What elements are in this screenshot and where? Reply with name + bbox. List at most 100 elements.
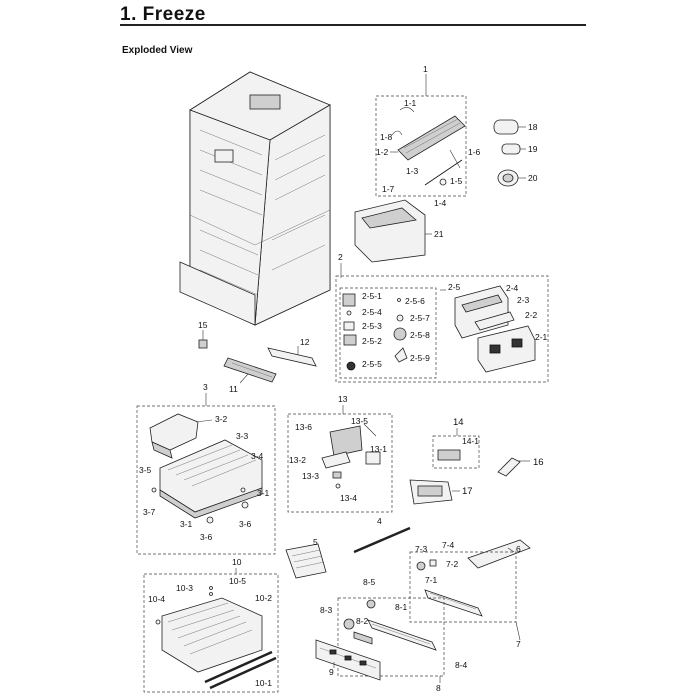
callout-1-4: 1-4 <box>434 198 447 208</box>
group-box-10 <box>143 573 279 693</box>
callout-5: 5 <box>313 537 318 547</box>
callout-1-1: 1-1 <box>404 98 417 108</box>
callout-2-5-5: 2-5-5 <box>362 359 382 369</box>
group-box-3 <box>136 405 276 555</box>
title-underline <box>120 24 586 26</box>
callout-1-7: 1-7 <box>382 184 395 194</box>
callout-2-5-6: 2-5-6 <box>405 296 425 306</box>
callout-4: 4 <box>377 516 382 526</box>
callout-2-5-1: 2-5-1 <box>362 291 382 301</box>
part-12-rail <box>267 346 317 367</box>
rail-assembly-7 <box>416 559 483 617</box>
refrigerator-cabinet <box>179 71 331 326</box>
callout-2-5: 2-5 <box>448 282 461 292</box>
callout-3-2: 3-2 <box>215 414 228 424</box>
callout-3: 3 <box>203 382 208 392</box>
callout-2-4: 2-4 <box>506 283 519 293</box>
part-6-rail <box>467 539 531 569</box>
callout-15: 15 <box>198 320 208 330</box>
callout-11: 11 <box>229 384 238 394</box>
callout-3-6: 3-6 <box>239 519 252 529</box>
callout-7: 7 <box>516 639 521 649</box>
callout-10-1: 10-1 <box>255 678 272 688</box>
group-box-14 <box>432 435 480 469</box>
callout-3-1: 3-1 <box>257 488 270 498</box>
callout-2-3: 2-3 <box>517 295 530 305</box>
callout-1-6: 1-6 <box>468 147 481 157</box>
callout-13-3: 13-3 <box>302 471 319 481</box>
callout-6: 6 <box>516 544 521 554</box>
callout-10-4: 10-4 <box>148 594 165 604</box>
group-box-2-5 <box>339 287 437 379</box>
callout-10-5: 10-5 <box>229 576 246 586</box>
callout-10-3: 10-3 <box>176 583 193 593</box>
callout-2-5-7: 2-5-7 <box>410 313 430 323</box>
callout-16: 16 <box>533 457 544 468</box>
rail-assembly-8 <box>343 599 437 651</box>
callout-3-5: 3-5 <box>139 465 152 475</box>
callout-1-2: 1-2 <box>376 147 389 157</box>
part-9-rail <box>315 639 381 681</box>
part-15 <box>198 330 208 349</box>
ice-maker-parts <box>321 423 381 489</box>
group-box-7 <box>409 551 517 623</box>
part-11-rail <box>223 357 277 384</box>
callout-3-7: 3-7 <box>143 507 156 517</box>
callout-12: 12 <box>300 337 310 347</box>
lower-basket-assembly <box>155 586 277 690</box>
callout-2-5-3: 2-5-3 <box>362 321 382 331</box>
callout-17: 17 <box>462 486 473 497</box>
callout-8-3: 8-3 <box>320 605 333 615</box>
page-title: 1. Freeze <box>120 4 206 25</box>
fan-motor-parts <box>342 293 408 371</box>
callout-2: 2 <box>338 252 343 262</box>
callout-9: 9 <box>329 667 334 677</box>
callout-18: 18 <box>528 122 538 132</box>
section-subtitle: Exploded View <box>122 45 193 56</box>
callout-19: 19 <box>528 144 538 154</box>
callout-10-2: 10-2 <box>255 593 272 603</box>
callout-3-3: 3-3 <box>236 431 249 441</box>
part-19 <box>501 143 526 155</box>
callout-13: 13 <box>338 394 348 404</box>
part-17 <box>409 479 460 505</box>
callout-13-4: 13-4 <box>340 493 357 503</box>
callout-20: 20 <box>528 173 538 183</box>
part-21-cover <box>354 199 432 263</box>
callout-2-5-8: 2-5-8 <box>410 330 430 340</box>
group-box-13 <box>287 413 393 513</box>
evaporator-assembly <box>391 107 466 186</box>
callout-2-1: 2-1 <box>535 332 548 342</box>
callout-3-6-lower: 3-6 <box>200 532 213 542</box>
part-20 <box>497 169 526 187</box>
callout-7-4: 7-4 <box>442 540 455 550</box>
callout-2-5-4: 2-5-4 <box>362 307 382 317</box>
callout-13-1: 13-1 <box>370 444 387 454</box>
callout-7-3: 7-3 <box>415 544 428 554</box>
callout-13-6: 13-6 <box>295 422 312 432</box>
part-18 <box>493 119 526 135</box>
callout-8-2: 8-2 <box>356 616 369 626</box>
callout-7-2: 7-2 <box>446 559 459 569</box>
group-box-1 <box>375 95 467 197</box>
callout-3-1-lower: 3-1 <box>180 519 193 529</box>
group-box-2 <box>335 275 549 383</box>
callout-14-1: 14-1 <box>462 436 479 446</box>
callout-2-5-9: 2-5-9 <box>410 353 430 363</box>
part-5-filter <box>285 543 327 579</box>
callout-13-2: 13-2 <box>289 455 306 465</box>
fan-housing-parts <box>454 285 536 373</box>
callout-1-3: 1-3 <box>406 166 419 176</box>
callout-2-2: 2-2 <box>525 310 538 320</box>
callout-1: 1 <box>423 64 428 74</box>
freezer-drawer-assembly <box>149 413 263 524</box>
callout-14: 14 <box>453 417 464 428</box>
callout-8-1: 8-1 <box>395 602 408 612</box>
callout-8: 8 <box>436 683 441 693</box>
part-4-rod <box>353 526 411 554</box>
callout-21: 21 <box>434 229 444 239</box>
callout-8-4: 8-4 <box>455 660 468 670</box>
callout-7-1: 7-1 <box>425 575 438 585</box>
group-box-8 <box>337 597 445 677</box>
